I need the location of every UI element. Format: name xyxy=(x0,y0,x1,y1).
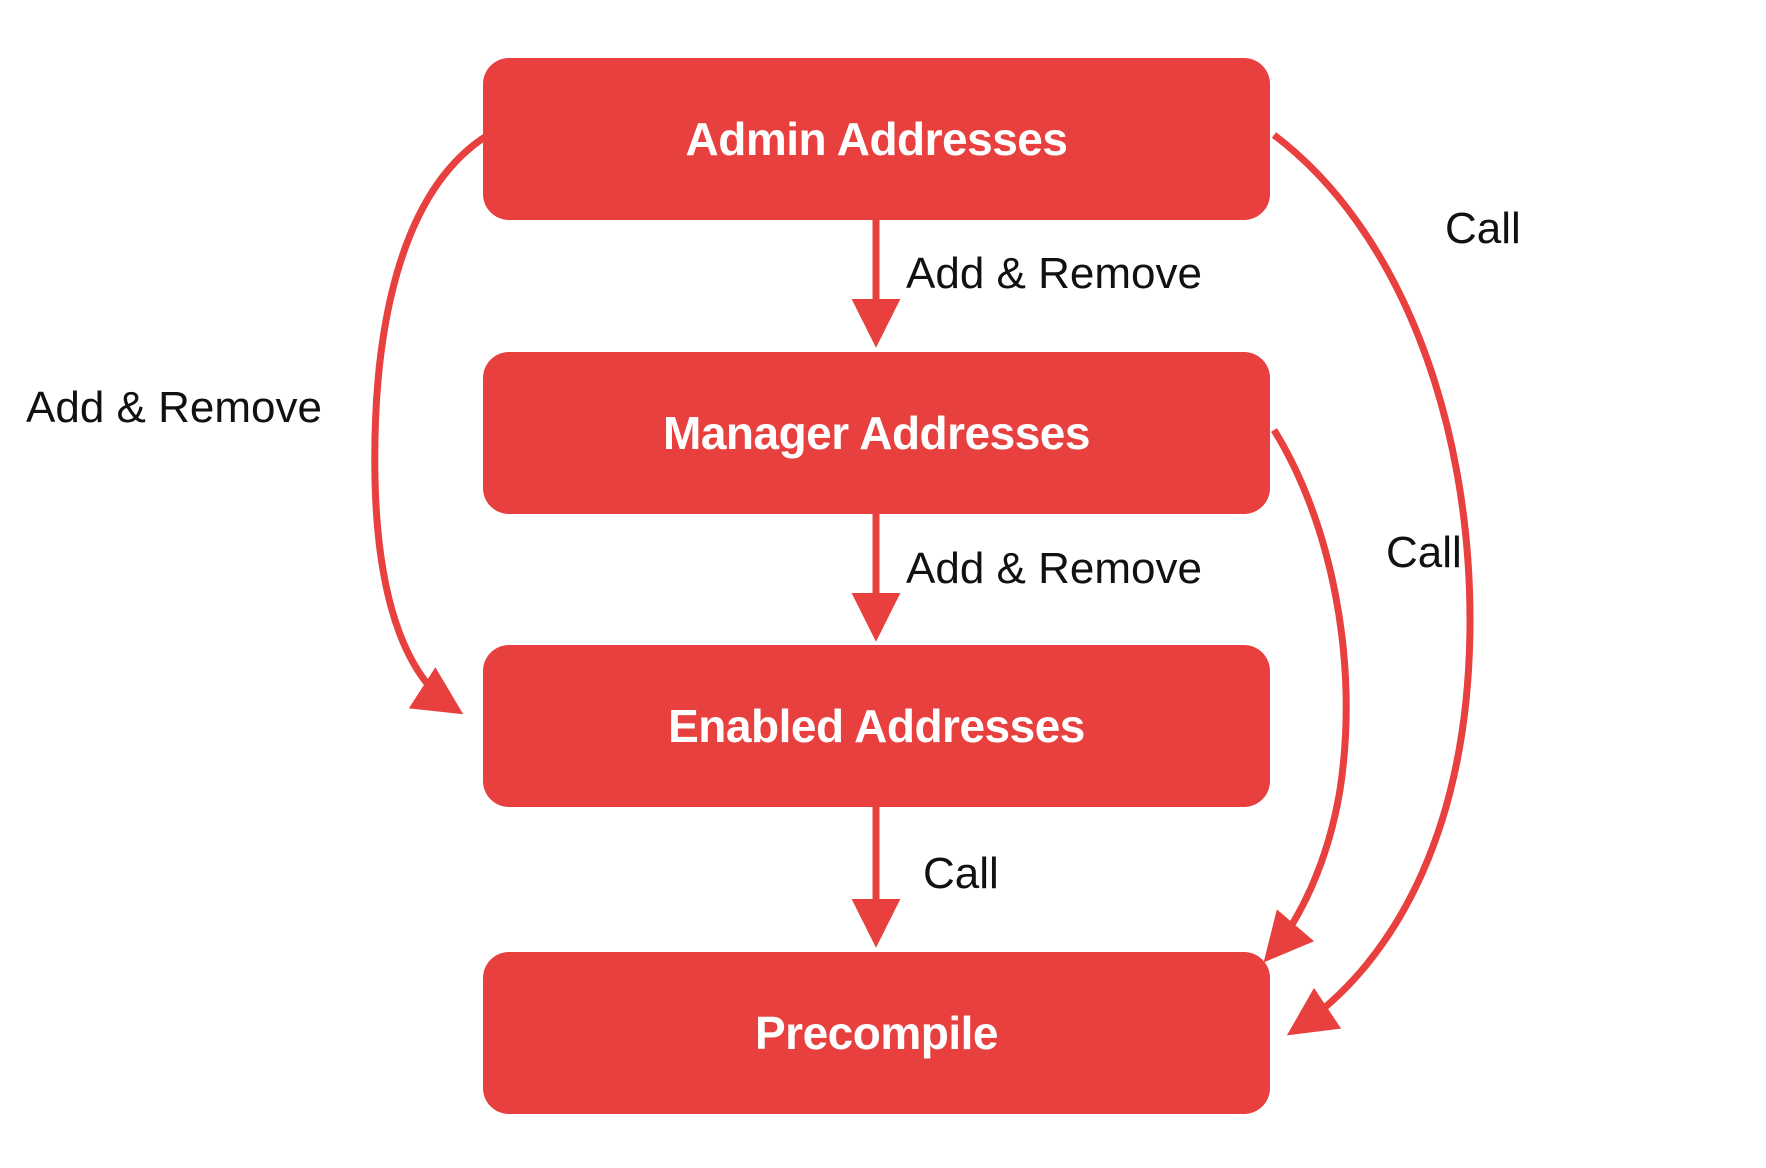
edge-admin-to-enabled xyxy=(371,132,490,715)
edge-manager-to-precompile xyxy=(1263,428,1350,963)
edge-label-enabled-to-precompile: Call xyxy=(923,849,999,898)
node-precompile-label: Precompile xyxy=(755,1007,999,1059)
edge-label-admin-to-precompile: Call xyxy=(1445,204,1521,253)
edge-label-admin-to-enabled: Add & Remove xyxy=(26,383,322,432)
edge-admin-to-precompile xyxy=(1271,132,1474,1036)
node-admin-addresses-label: Admin Addresses xyxy=(685,113,1068,165)
edge-label-admin-to-manager: Add & Remove xyxy=(906,249,1202,298)
node-enabled-addresses[interactable]: Enabled Addresses xyxy=(483,645,1270,807)
node-manager-addresses[interactable]: Manager Addresses xyxy=(483,352,1270,514)
node-enabled-addresses-label: Enabled Addresses xyxy=(668,700,1085,752)
edge-label-manager-to-enabled: Add & Remove xyxy=(906,544,1202,593)
edge-label-manager-to-precompile: Call xyxy=(1386,528,1462,577)
node-admin-addresses[interactable]: Admin Addresses xyxy=(483,58,1270,220)
node-precompile[interactable]: Precompile xyxy=(483,952,1270,1114)
node-manager-addresses-label: Manager Addresses xyxy=(663,407,1090,459)
